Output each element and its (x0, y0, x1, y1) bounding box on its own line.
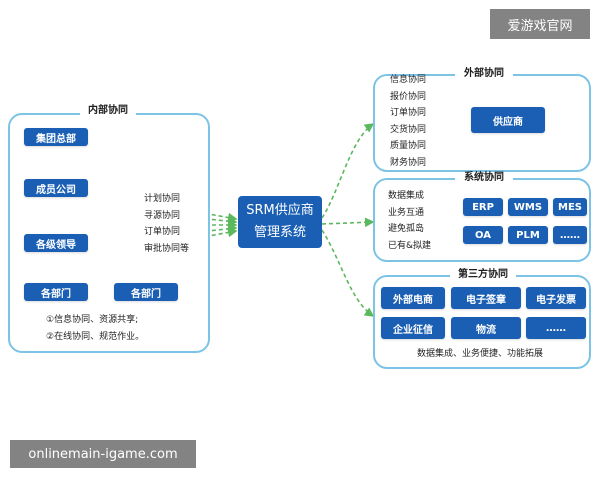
watermark-bottom-left: onlinemain-igame.com (10, 440, 196, 468)
flow-item: 审批协同等 (144, 243, 190, 254)
internal-flow-list: 计划协同 寻源协同 订单协同 审批协同等 (144, 191, 189, 257)
center-to-external-arrow (321, 123, 375, 219)
service-ecommerce-box: 外部电商 (381, 287, 445, 309)
internal-panel (8, 113, 210, 353)
service-logistics-box: 物流 (451, 317, 521, 339)
center-title-line1: SRM供应商 (246, 203, 314, 218)
service-einvoice-box: 电子发票 (526, 287, 586, 309)
external-item-list: 信息协同 报价协同 订单协同 交货协同 质量协同 财务协同 (390, 72, 426, 171)
internal-notes: ①信息协同、资源共享; ②在线协同、规范作业。 (46, 312, 144, 345)
system-panel-title: 系统协同 (455, 172, 513, 184)
leaders-box: 各级领导 (24, 234, 88, 252)
center-to-third-party-arrow (321, 229, 375, 317)
external-item: 交货协同 (390, 124, 427, 135)
srm-center-box: SRM供应商 管理系统 (238, 196, 322, 248)
system-plm-box: PLM (508, 226, 548, 244)
system-wms-box: WMS (508, 198, 548, 216)
system-oa-box: OA (463, 226, 503, 244)
flow-item: 计划协同 (144, 194, 181, 204)
flow-item: 订单协同 (144, 227, 181, 237)
system-item: 数据集成 (388, 191, 425, 201)
external-item: 财务协同 (390, 157, 427, 168)
note-item: ②在线协同、规范作业。 (46, 331, 145, 342)
system-item: 避免孤岛 (388, 224, 425, 234)
service-more-box: …… (526, 317, 586, 339)
dept-left-box: 各部门 (24, 283, 88, 301)
watermark-top-right: 爱游戏官网 (490, 9, 590, 39)
external-item: 订单协同 (390, 108, 427, 118)
third-party-panel-title: 第三方协同 (450, 269, 516, 281)
internal-panel-title: 内部协同 (80, 105, 136, 117)
note-item: ①信息协同、资源共享; (46, 315, 139, 325)
group-hq-box: 集团总部 (24, 128, 88, 146)
dept-right-box: 各部门 (114, 283, 178, 301)
service-esignature-box: 电子签章 (451, 287, 521, 309)
system-item: 业务互通 (388, 207, 425, 218)
center-title-line2: 管理系统 (253, 225, 306, 240)
supplier-box: 供应商 (471, 107, 545, 133)
system-item: 已有&拟建 (388, 240, 432, 251)
third-party-footer: 数据集成、业务便捷、功能拓展 (416, 349, 543, 359)
service-credit-box: 企业征信 (381, 317, 445, 339)
external-item: 信息协同 (390, 75, 427, 85)
system-erp-box: ERP (463, 198, 503, 216)
external-item: 报价协同 (390, 91, 427, 102)
external-item: 质量协同 (390, 141, 427, 151)
system-more-box: …… (553, 226, 587, 244)
flow-item: 寻源协同 (144, 210, 181, 221)
member-company-box: 成员公司 (24, 179, 88, 197)
system-mes-box: MES (553, 198, 587, 216)
center-to-system-arrow (321, 217, 375, 228)
external-panel-title: 外部协同 (455, 68, 513, 80)
system-panel (373, 178, 591, 262)
system-item-list: 数据集成 业务互通 避免孤岛 已有&拟建 (388, 188, 431, 254)
